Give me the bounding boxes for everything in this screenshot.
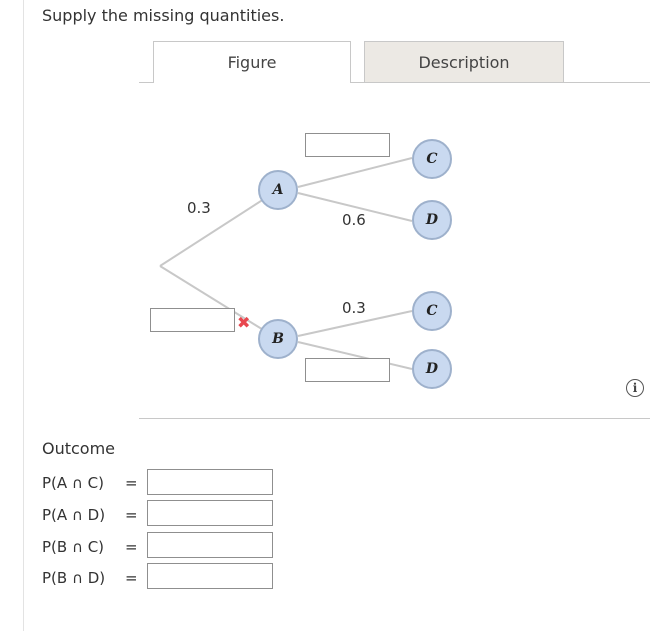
outcome-label-a-d: P(A ∩ D) [42,506,106,524]
tab-baseline [564,82,650,83]
edge-b-d [297,341,413,370]
tree-diagram [159,157,413,370]
node-a-d: D [412,200,452,240]
prob-root-a: 0.3 [187,199,211,217]
edge-b-c [297,310,413,337]
equals-sign: = [125,538,138,556]
instruction-text: Supply the missing quantities. [42,6,285,25]
tab-figure[interactable]: Figure [153,41,351,83]
outcome-label-a-c: P(A ∩ C) [42,474,104,492]
node-b: B [258,319,298,359]
incorrect-mark-icon: ✖ [237,313,251,332]
section-divider [139,418,650,419]
outcome-input-a-c[interactable] [147,469,273,495]
tab-baseline [139,82,154,83]
outcome-label-b-d: P(B ∩ D) [42,569,106,587]
edge-root-a [159,189,279,267]
node-b-c: C [412,291,452,331]
outcome-input-a-d[interactable] [147,500,273,526]
node-a: A [258,170,298,210]
node-a-c: C [412,139,452,179]
prob-b-d-input[interactable] [305,358,390,382]
left-rule [23,0,24,631]
equals-sign: = [125,474,138,492]
equals-sign: = [125,506,138,524]
prob-a-d: 0.6 [342,211,366,229]
tab-figure-label: Figure [227,53,277,72]
equals-sign: = [125,569,138,587]
tab-description[interactable]: Description [364,41,564,83]
outcome-input-b-d[interactable] [147,563,273,589]
outcome-label-b-c: P(B ∩ C) [42,538,105,556]
prob-b-c: 0.3 [342,299,366,317]
tab-baseline [351,82,364,83]
info-icon[interactable]: i [626,379,644,397]
outcome-input-b-c[interactable] [147,532,273,558]
prob-a-c-input[interactable] [305,133,390,157]
node-b-d: D [412,349,452,389]
edge-a-d [297,192,413,222]
prob-root-b-input[interactable] [150,308,235,332]
tab-description-label: Description [418,52,510,72]
edge-root-b [159,265,279,340]
outcome-heading: Outcome [42,439,116,458]
edge-a-c [297,157,413,188]
